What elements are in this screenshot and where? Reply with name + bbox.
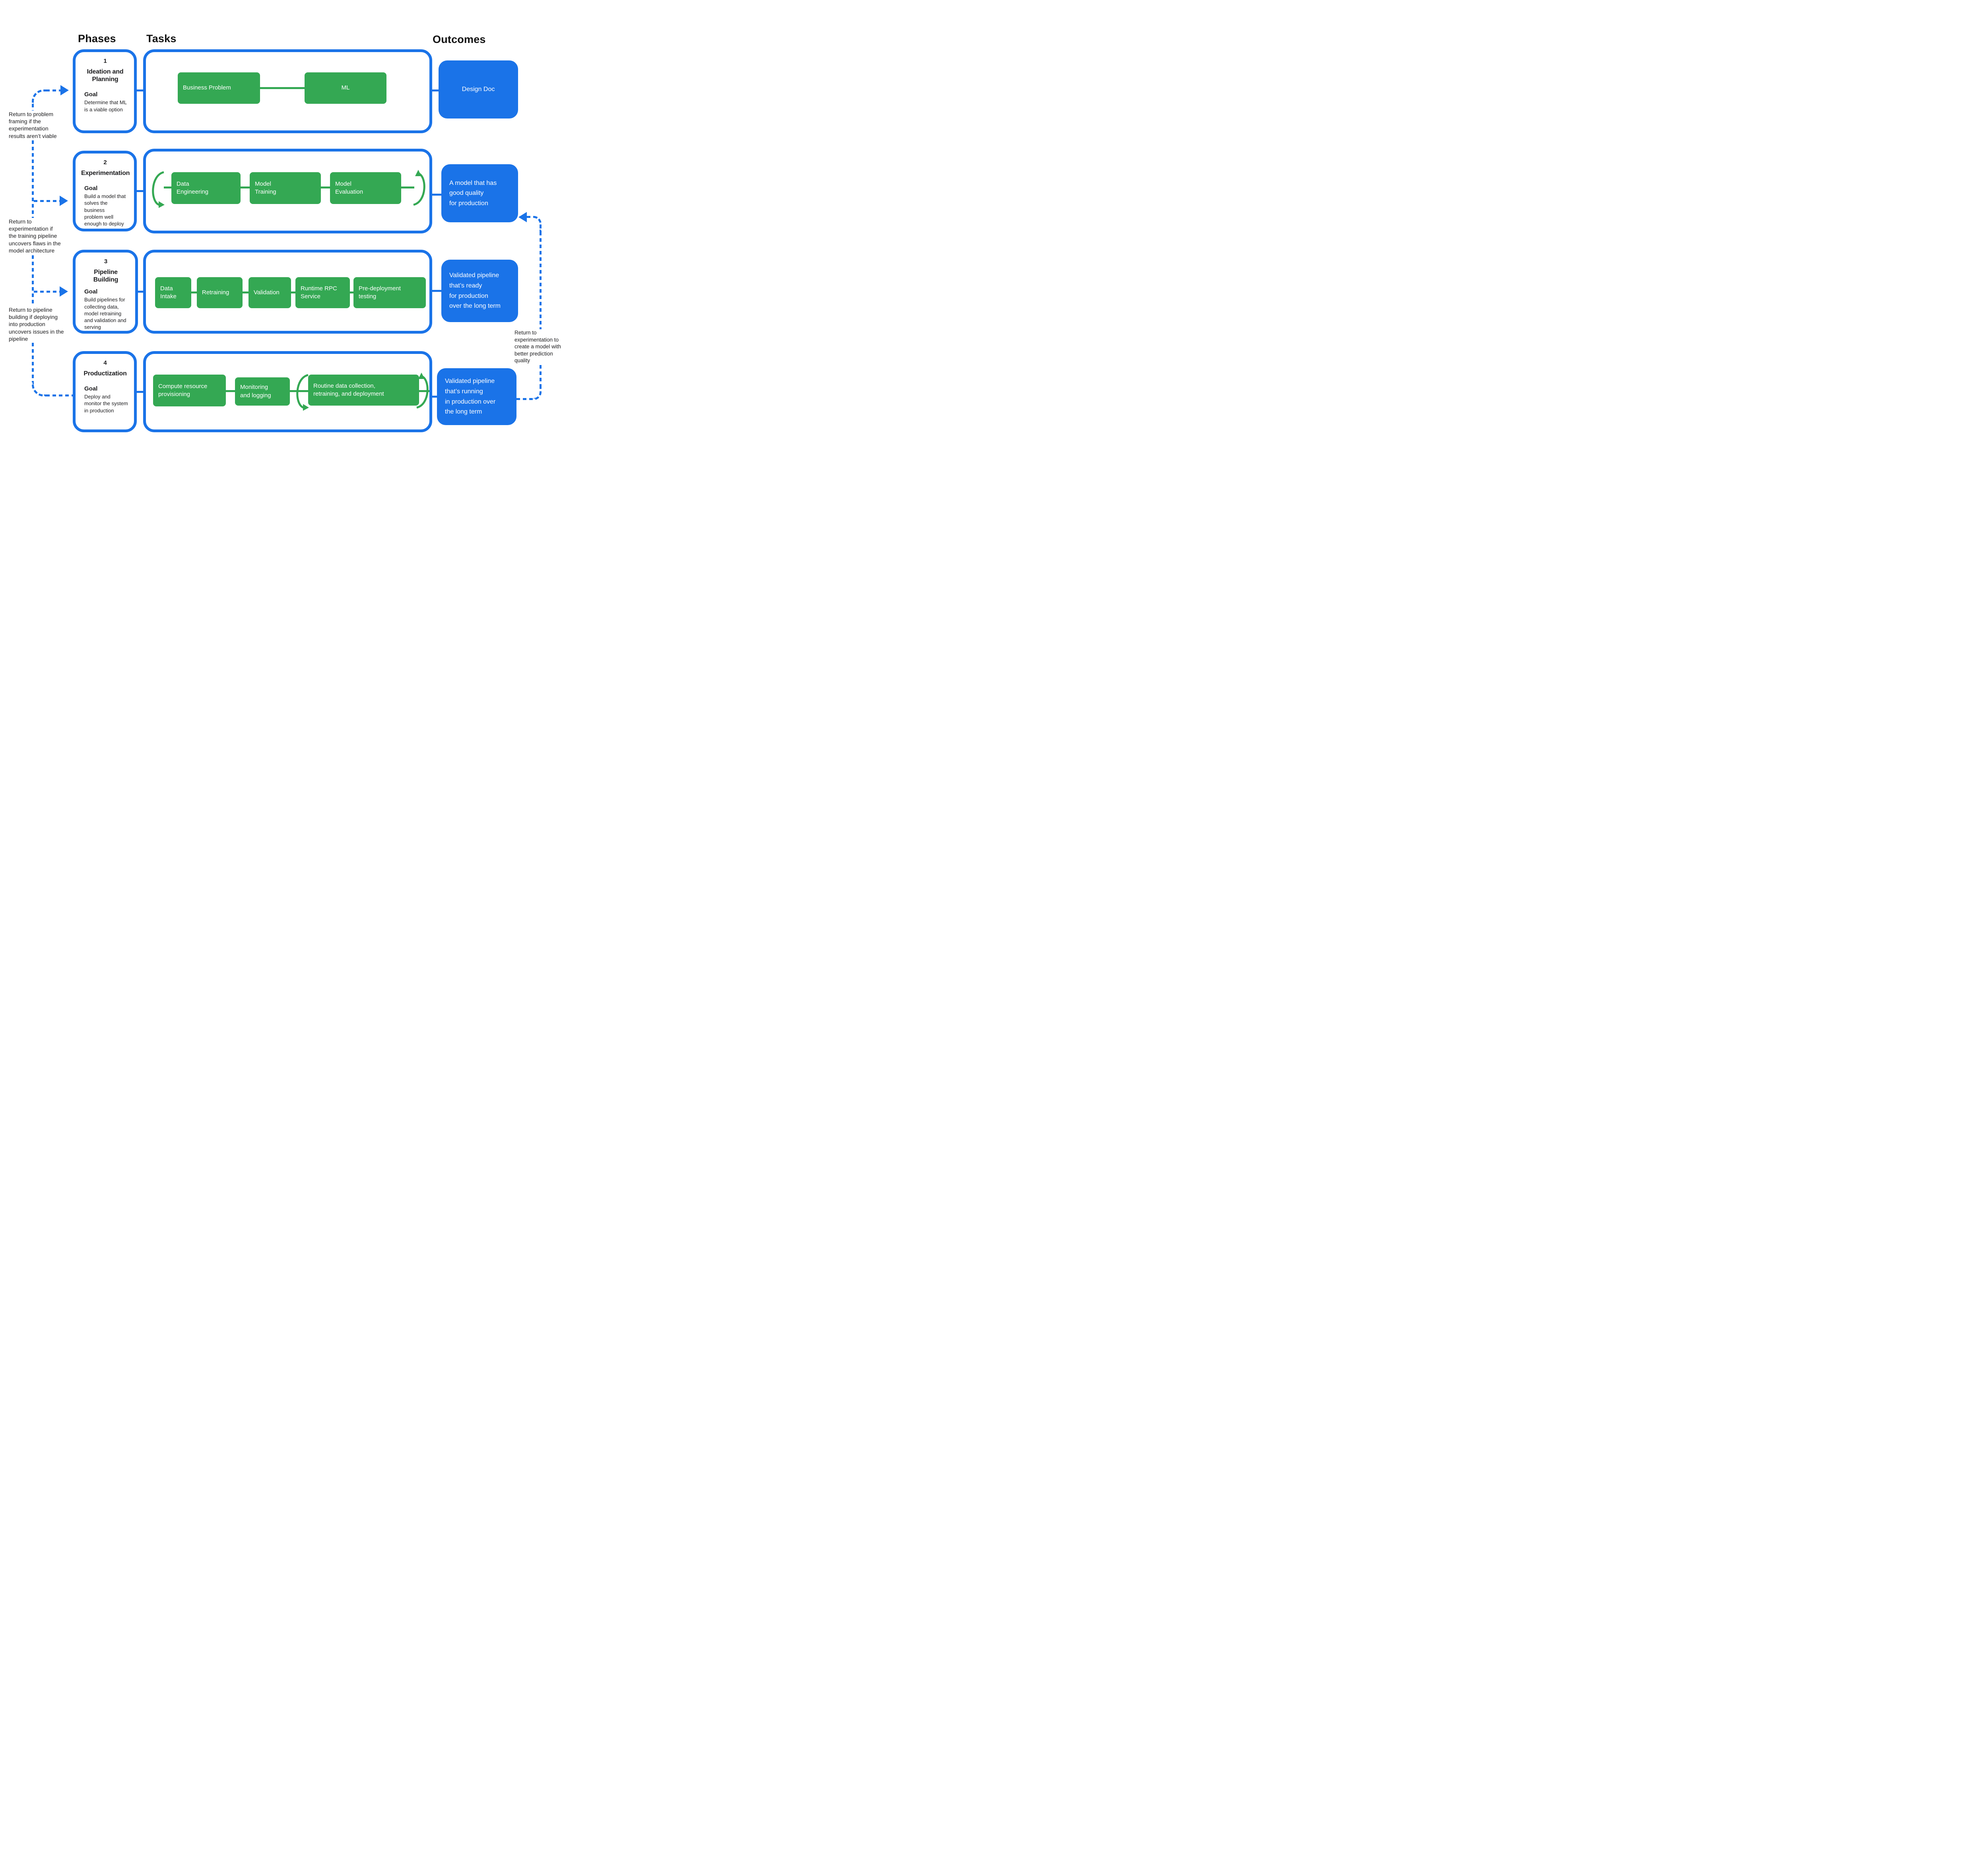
loop-line (290, 390, 308, 392)
annotation-return-problem-framing: Return to problem framing if the experim… (9, 111, 65, 140)
phase-number: 2 (103, 159, 107, 166)
phase-tasks-connector (138, 291, 144, 293)
task-compute-resource-provisioning: Compute resource provisioning (153, 375, 226, 406)
phase-goal: Goal Deploy and monitor the system in pr… (84, 385, 129, 414)
task-connector (226, 390, 235, 392)
task-model-evaluation: Model Evaluation (330, 172, 401, 204)
phase-number: 4 (103, 359, 107, 366)
task-pre-deployment-testing: Pre-deployment testing (353, 277, 426, 308)
task-connector (321, 186, 332, 188)
phase-title: Ideation and Planning (87, 68, 124, 83)
task-runtime-rpc-service: Runtime RPC Service (295, 277, 350, 308)
loop-line (419, 390, 429, 392)
return-path-corner (32, 382, 46, 396)
task-connector (350, 291, 353, 293)
phase-title: Pipeline Building (93, 269, 118, 284)
return-arrowhead-ideation-icon (60, 85, 69, 95)
phase-goal: Goal Determine that ML is a viable optio… (84, 91, 129, 113)
phase-tasks-connector (137, 391, 144, 393)
loop-line (401, 186, 414, 188)
task-validation: Validation (248, 277, 291, 308)
iteration-loop-left-icon (296, 374, 309, 411)
phase-number: 3 (104, 258, 108, 265)
tasks-column-header: Tasks (146, 33, 177, 45)
phase-card-pipeline-building: 3 Pipeline Building Goal Build pipelines… (73, 250, 138, 334)
outcome-validated-pipeline-running: Validated pipeline that’s running in pro… (437, 368, 516, 425)
task-monitoring-logging: Monitoring and logging (235, 377, 290, 406)
return-path-to-outcome (527, 216, 534, 218)
goal-text: Determine that ML is a viable option (84, 99, 127, 113)
goal-label: Goal (84, 91, 98, 98)
goal-label: Goal (84, 288, 98, 295)
phases-column-header: Phases (78, 33, 116, 45)
iteration-loop-left-icon (152, 171, 165, 208)
phase-goal: Goal Build pipelines for collecting data… (84, 288, 130, 330)
task-routine-data-collection: Routine data collection, retraining, and… (308, 375, 419, 406)
return-path-trunk (32, 255, 34, 306)
ml-workflow-diagram: Phases Tasks Outcomes 1 Ideation and Pla… (0, 0, 564, 465)
iteration-loop-right-icon (416, 373, 429, 409)
phase-number: 1 (103, 58, 107, 64)
annotation-return-better-prediction: Return to experimentation to create a mo… (514, 329, 564, 364)
outcome-design-doc: Design Doc (439, 60, 518, 118)
goal-label: Goal (84, 385, 98, 392)
task-connector (191, 291, 197, 293)
tasks-outcome-connector (431, 89, 439, 91)
tasks-outcome-connector (431, 290, 442, 292)
task-connector (291, 291, 295, 293)
outcome-quality-model: A model that has good quality for produc… (441, 164, 518, 222)
phase-tasks-connector (137, 89, 144, 91)
phase-card-productization: 4 Productization Goal Deploy and monitor… (73, 351, 137, 432)
goal-text: Deploy and monitor the system in product… (84, 394, 128, 414)
return-path-trunk (32, 140, 34, 218)
return-path-to-pipeline-building (34, 291, 60, 293)
return-arrowhead-experimentation-icon (60, 196, 68, 206)
goal-label: Goal (84, 185, 98, 192)
return-arrowhead-model-icon (518, 212, 527, 222)
task-connector (260, 87, 305, 89)
return-path-trunk (32, 343, 34, 382)
task-data-engineering: Data Engineering (171, 172, 241, 204)
task-connector (243, 291, 248, 293)
phase-title: Experimentation (81, 170, 130, 177)
tasks-outcome-connector (431, 194, 442, 196)
return-path-corner (32, 89, 46, 104)
return-path-trunk (540, 365, 542, 386)
return-path-corner (534, 216, 542, 232)
return-path-trunk (32, 104, 34, 111)
return-path-to-experimentation (34, 200, 60, 202)
return-path-from-productization (46, 394, 73, 396)
phase-tasks-connector (137, 190, 144, 192)
goal-text: Build pipelines for collecting data, mod… (84, 297, 126, 330)
return-path-from-outcome (516, 398, 534, 400)
annotation-return-pipeline-building: Return to pipeline building if deploying… (9, 306, 72, 342)
task-connector (241, 186, 251, 188)
iteration-loop-right-icon (413, 170, 425, 206)
task-ml: ML (305, 72, 386, 104)
annotation-return-experimentation: Return to experimentation if the trainin… (9, 218, 69, 254)
phase-card-experimentation: 2 Experimentation Goal Build a model tha… (73, 151, 137, 231)
phase-goal: Goal Build a model that solves the busin… (84, 185, 129, 227)
loop-line (164, 186, 173, 188)
tasks-outcome-connector (431, 396, 438, 398)
task-business-problem: Business Problem (178, 72, 260, 104)
return-arrowhead-pipeline-icon (60, 286, 68, 297)
task-retraining: Retraining (197, 277, 243, 308)
phase-title: Productization (83, 370, 127, 377)
task-data-intake: Data Intake (155, 277, 191, 308)
task-model-training: Model Training (250, 172, 321, 204)
return-path-corner (534, 386, 542, 400)
return-path-to-ideation (46, 89, 60, 91)
outcomes-column-header: Outcomes (433, 33, 486, 45)
phase-card-ideation-planning: 1 Ideation and Planning Goal Determine t… (73, 49, 137, 133)
return-path-trunk (540, 232, 542, 330)
outcome-validated-pipeline-ready: Validated pipeline that’s ready for prod… (441, 260, 518, 322)
goal-text: Build a model that solves the business p… (84, 193, 126, 227)
